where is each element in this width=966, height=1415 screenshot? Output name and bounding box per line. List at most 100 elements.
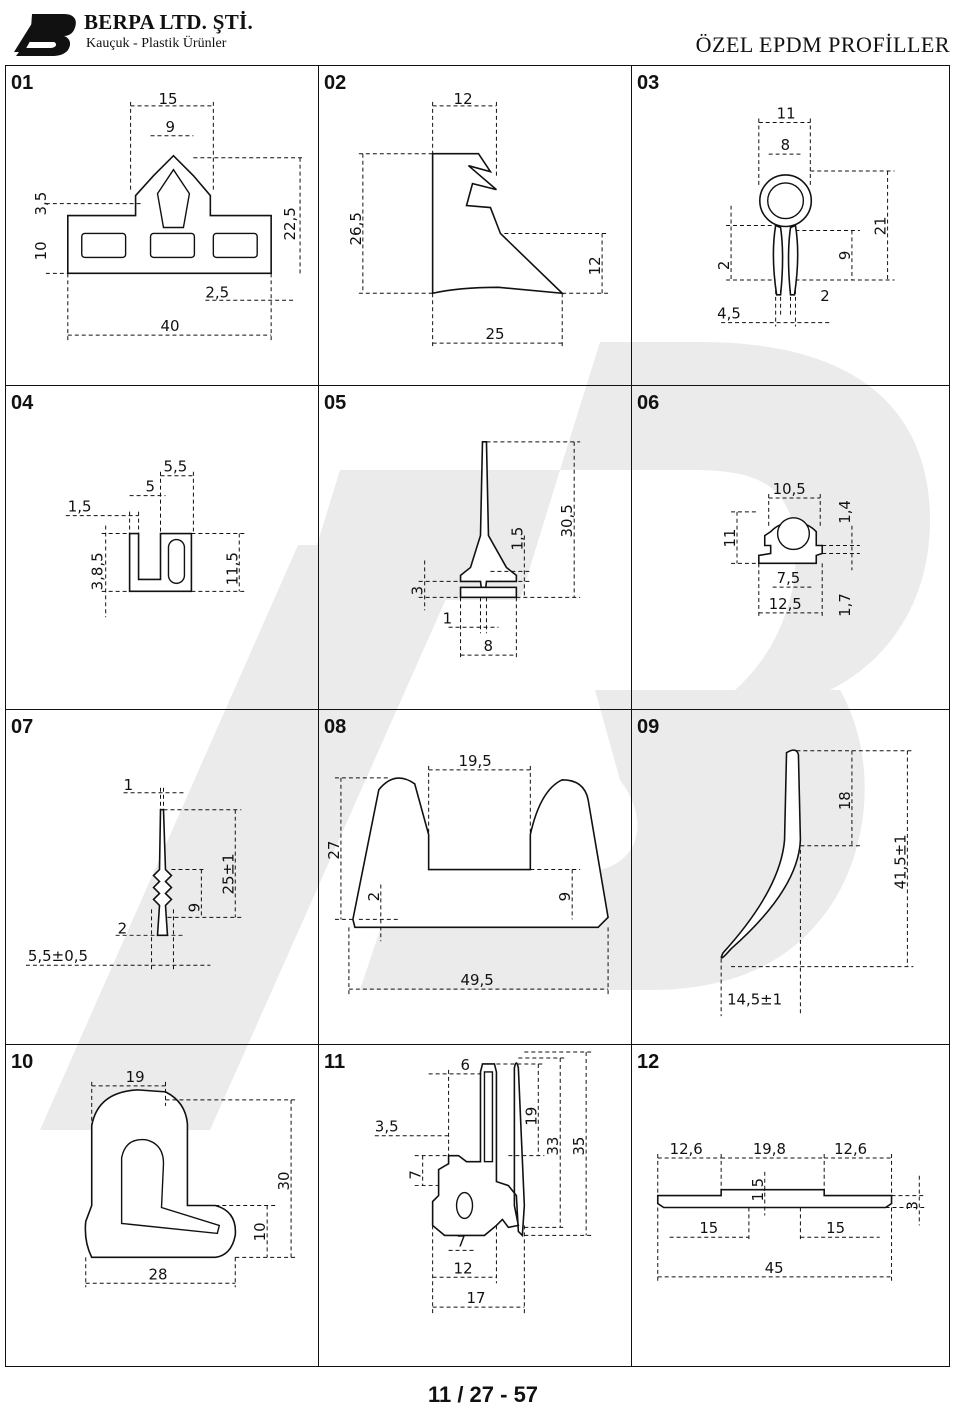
dim-label: 19,8 <box>753 1140 786 1158</box>
profile-cell-08: 08 19,5 27 2 9 49,5 <box>319 710 632 1045</box>
dim-label: 49,5 <box>461 971 494 989</box>
dim-label: 2 <box>715 261 733 270</box>
dim-label: 1 <box>443 609 453 627</box>
dim-label: 1,5 <box>508 527 526 551</box>
dim-label: 15 <box>826 1219 845 1237</box>
profile-number: 07 <box>11 716 34 738</box>
dim-label: 33 <box>544 1137 562 1156</box>
profile-cell-12: 12 12,6 19,8 12,6 1,5 3 15 <box>632 1045 949 1366</box>
profile-number: 04 <box>11 392 34 414</box>
dim-label: 8 <box>781 136 790 154</box>
profile-cell-01: 01 15 9 3,5 10 22,5 2,5 40 <box>6 66 319 386</box>
dim-label: 1,4 <box>836 500 854 524</box>
dim-label: 9 <box>836 251 854 260</box>
dim-label: 2 <box>365 892 383 902</box>
profile-number: 03 <box>637 72 660 94</box>
profile-drawing-09: 18 41,5±1 14,5±1 <box>720 749 914 1017</box>
dim-label: 9 <box>556 892 574 902</box>
dim-label: 35 <box>570 1137 588 1156</box>
profile-cell-09: 09 18 41,5±1 14,5±1 <box>632 710 949 1045</box>
profile-cell-07: 07 1 25±1 9 2 5,5±0,5 <box>6 710 319 1045</box>
profile-cell-03: 03 11 8 21 2 9 <box>632 66 949 386</box>
profile-number: 09 <box>637 716 660 738</box>
dim-label: 15 <box>699 1219 718 1237</box>
profile-drawing-01: 15 9 3,5 10 22,5 2,5 40 <box>32 90 304 341</box>
profile-drawing-03: 11 8 21 2 9 2 4,5 <box>715 105 895 327</box>
profile-grid: 01 15 9 3,5 10 22,5 2,5 40 <box>5 65 950 1367</box>
dim-label: 2 <box>118 919 128 937</box>
dim-label: 30,5 <box>558 504 576 537</box>
dim-label: 2 <box>820 287 829 305</box>
dim-label: 12,6 <box>670 1140 703 1158</box>
dim-label: 3 <box>409 586 427 596</box>
profile-drawing-02: 12 26,5 12 25 <box>347 90 609 348</box>
dim-label: 27 <box>325 841 343 860</box>
dim-label: 26,5 <box>347 212 365 245</box>
dim-label: 12,6 <box>834 1140 867 1158</box>
dim-label: 25±1 <box>219 853 237 894</box>
profile-cell-10: 10 19 30 10 28 <box>6 1045 319 1366</box>
profile-number: 10 <box>11 1051 34 1073</box>
dim-label: 10,5 <box>773 480 806 498</box>
dim-label: 5 <box>146 478 156 496</box>
dim-label: 5,5 <box>163 458 187 476</box>
dim-label: 12,5 <box>769 595 802 613</box>
profile-number: 05 <box>324 392 347 414</box>
dim-label: 28 <box>149 1265 168 1283</box>
dim-label: 6 <box>461 1056 471 1074</box>
dim-label: 4,5 <box>717 305 741 323</box>
profile-drawing-07: 1 25±1 9 2 5,5±0,5 <box>25 776 242 972</box>
profile-drawing-04: 5,5 5 1,5 3,8,5 11,5 <box>65 458 246 618</box>
profile-number: 02 <box>324 72 347 94</box>
profile-number: 06 <box>637 392 660 414</box>
dim-label: 9 <box>185 903 203 913</box>
dim-label: 19 <box>126 1068 145 1086</box>
profile-drawing-10: 19 30 10 28 <box>84 1068 298 1288</box>
dim-label: 19,5 <box>459 752 492 770</box>
dim-label: 8 <box>483 637 493 655</box>
dim-label: 21 <box>872 217 890 236</box>
dim-label: 15 <box>159 90 178 108</box>
profile-drawing-12: 12,6 19,8 12,6 1,5 3 15 15 45 <box>656 1140 926 1281</box>
dim-label: 3,5 <box>375 1118 399 1136</box>
dim-label: 17 <box>467 1289 486 1307</box>
dim-label: 7,5 <box>777 569 801 587</box>
dim-label: 3 <box>903 1201 921 1210</box>
dim-label: 11,5 <box>223 552 241 585</box>
brand-name: BERPA LTD. ŞTİ. <box>84 10 254 34</box>
dim-label: 1,5 <box>68 498 92 516</box>
dim-label: 1,5 <box>749 1178 767 1202</box>
profile-number: 01 <box>11 72 34 94</box>
dim-label: 7 <box>457 1232 467 1250</box>
dim-label: 3,5 <box>32 192 50 216</box>
dim-label: 2,5 <box>205 283 229 301</box>
profile-cell-11: 11 6 3,5 <box>319 1045 632 1366</box>
dim-label: 3,8,5 <box>89 552 107 590</box>
dim-label: 12 <box>586 256 604 275</box>
profile-cell-06: 06 10,5 1,4 11 7,5 12,5 1,7 <box>632 386 949 710</box>
brand-tagline: Kauçuk - Plastik Ürünler <box>86 36 227 51</box>
dim-label: 7 <box>407 1170 425 1180</box>
dim-label: 19 <box>522 1107 540 1126</box>
dim-label: 10 <box>32 241 50 260</box>
dim-label: 10 <box>251 1222 269 1241</box>
dim-label: 22,5 <box>281 207 299 240</box>
catalog-title: ÖZEL EPDM PROFİLLER <box>695 32 950 57</box>
dim-label: 14,5±1 <box>727 990 782 1008</box>
dim-label: 11 <box>721 529 739 548</box>
profile-drawing-11: 6 3,5 7 19 33 35 7 12 17 <box>375 1051 593 1314</box>
dim-label: 18 <box>836 791 854 810</box>
profile-drawing-05: 30,5 1,5 3 1 8 <box>409 441 581 661</box>
profile-cell-05: 05 30,5 1,5 3 1 8 <box>319 386 632 710</box>
dim-label: 25 <box>485 325 504 343</box>
profile-number: 11 <box>324 1051 346 1073</box>
dim-label: 45 <box>765 1259 784 1277</box>
profile-cell-04: 04 5,5 5 1,5 3,8,5 11,5 <box>6 386 319 710</box>
dim-label: 1,7 <box>836 593 854 617</box>
page-header: BERPA LTD. ŞTİ. Kauçuk - Plastik Ürünler… <box>0 0 966 64</box>
dim-label: 12 <box>454 1259 473 1277</box>
profile-drawing-08: 19,5 27 2 9 49,5 <box>325 752 609 995</box>
profile-number: 08 <box>324 716 347 738</box>
dim-label: 11 <box>777 105 796 123</box>
dim-label: 41,5±1 <box>891 834 909 889</box>
